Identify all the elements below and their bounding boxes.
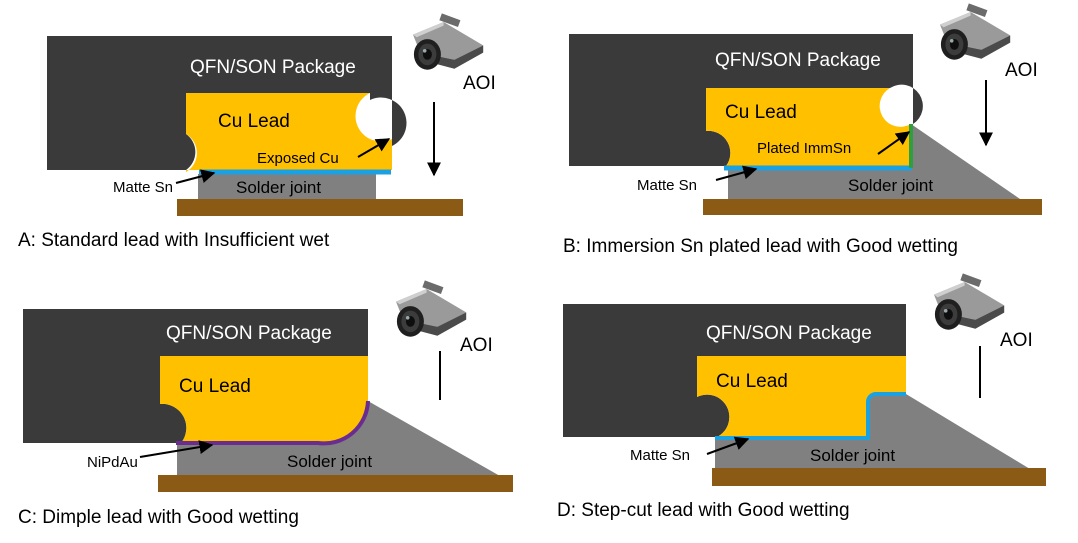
panel-c-caption: C: Dimple lead with Good wetting (18, 507, 299, 528)
lead-label: Cu Lead (218, 111, 290, 132)
package-body (569, 34, 923, 166)
matte-sn-label: Matte Sn (637, 177, 697, 194)
panel-a: QFN/SON Package Cu Lead AOI Solder joint… (18, 13, 496, 251)
matte-sn-layer (715, 392, 906, 440)
panel-d-caption: D: Step-cut lead with Good wetting (557, 500, 850, 521)
cu-lead (160, 356, 368, 444)
pcb-pad (712, 468, 1046, 486)
solder-label: Solder joint (236, 178, 321, 197)
solder-joint (715, 393, 1030, 469)
package-body (23, 309, 368, 443)
panel-c: QFN/SON Package Cu Lead AOI Solder joint… (18, 280, 513, 528)
cu-lead (697, 356, 906, 437)
lead-label: Cu Lead (716, 371, 788, 392)
pcb-pad (158, 475, 513, 492)
matte-sn-arrow (706, 436, 750, 455)
pcb-pad (703, 199, 1042, 215)
package-body (563, 304, 906, 437)
solder-joint (198, 174, 376, 200)
panel-d: QFN/SON Package Cu Lead AOI Solder joint… (557, 273, 1046, 521)
solder-label: Solder joint (287, 452, 372, 471)
lead-label: Cu Lead (179, 376, 251, 397)
matte-sn-label: Matte Sn (630, 447, 690, 464)
solder-joint (177, 401, 500, 476)
lead-label: Cu Lead (725, 102, 797, 123)
aoi-label: AOI (1000, 330, 1033, 351)
exposed-cu-arrow (357, 138, 391, 158)
cu-lead (186, 93, 392, 172)
imm-sn-label: Plated ImmSn (757, 140, 851, 157)
matte-sn-label: Matte Sn (113, 179, 173, 196)
matte-sn-arrow (175, 169, 216, 184)
package-body (47, 36, 407, 170)
aoi-label: AOI (1005, 60, 1038, 81)
camera-icon (934, 273, 1005, 330)
package-label: QFN/SON Package (715, 50, 881, 71)
imm-sn-arrow (877, 131, 911, 155)
package-label: QFN/SON Package (190, 57, 356, 78)
nipdau-layer (176, 400, 370, 446)
aoi-label: AOI (463, 73, 496, 94)
solder-label: Solder joint (810, 446, 895, 465)
camera-icon (413, 13, 484, 70)
package-label: QFN/SON Package (166, 323, 332, 344)
panel-a-caption: A: Standard lead with Insufficient wet (18, 230, 330, 251)
panel-b-caption: B: Immersion Sn plated lead with Good we… (563, 236, 958, 257)
camera-icon (396, 280, 467, 337)
solder-label: Solder joint (848, 176, 933, 195)
matte-sn-arrow (715, 165, 758, 181)
nipdau-arrow (139, 440, 214, 458)
camera-icon (940, 3, 1011, 60)
cu-lead (706, 88, 911, 166)
panel-b: QFN/SON Package Cu Lead AOI Solder joint… (563, 3, 1042, 257)
exposed-cu-label: Exposed Cu (257, 150, 339, 167)
solder-joint (728, 124, 1023, 201)
aoi-label: AOI (460, 335, 493, 356)
pcb-pad (177, 199, 463, 216)
nipdau-label: NiPdAu (87, 454, 138, 471)
package-label: QFN/SON Package (706, 323, 872, 344)
